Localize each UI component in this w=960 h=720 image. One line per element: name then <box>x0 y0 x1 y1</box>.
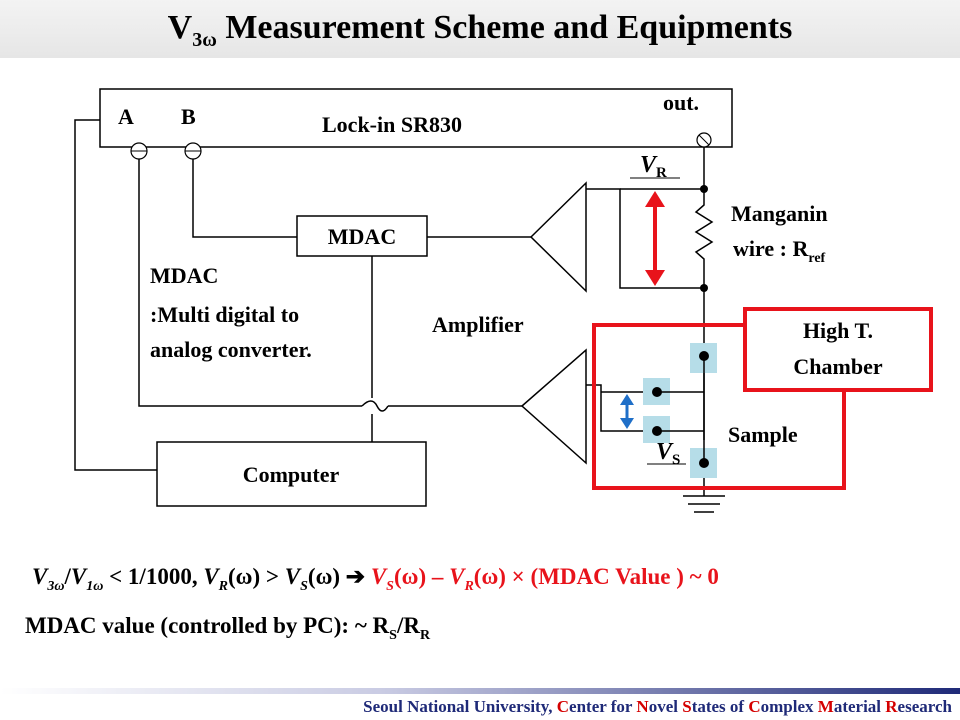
manganin-label-line2: wire : Rref <box>733 236 826 266</box>
equation-line2: MDAC value (controlled by PC): ~ RS/RR <box>25 613 431 643</box>
eq1.black-run: / <box>63 564 71 589</box>
computer-label: Computer <box>243 462 340 487</box>
footer-run: Seoul National University, <box>363 697 557 716</box>
eq1.red-run: (ω) – <box>394 564 449 589</box>
sample-label: Sample <box>728 422 798 447</box>
manganin-label-line1: Manganin <box>731 201 828 226</box>
footer-run: tates of <box>691 697 749 716</box>
vs-label: VS <box>656 439 680 468</box>
eq1.red-run: V <box>371 564 388 589</box>
amplifier-bottom-icon <box>520 348 587 465</box>
eq1.red-run: V <box>449 564 466 589</box>
eq2-run: S <box>389 628 397 643</box>
footer-run: ovel <box>648 697 683 716</box>
vr-arrow-icon <box>645 191 665 286</box>
chamber-label-line2: Chamber <box>793 354 882 379</box>
footer-run: R <box>885 697 898 716</box>
mdac-note-line1: MDAC <box>150 263 218 288</box>
footer-run: M <box>817 697 834 716</box>
chamber-label-box <box>743 307 933 392</box>
footer-run: C <box>556 697 570 716</box>
footer-run: S <box>682 697 692 716</box>
eq1.black-run: V <box>285 564 302 589</box>
eq1.black-run: 1ω <box>86 579 103 594</box>
equation-line1: V3ω/V1ω < 1/1000, VR(ω) > VS(ω) ➔ VS(ω) … <box>32 564 719 594</box>
footer-run: aterial <box>833 697 886 716</box>
lockin-box <box>99 88 733 148</box>
vs-arrow-icon <box>620 394 634 429</box>
junction-dots <box>652 185 709 468</box>
eq1.black-run: 3ω <box>46 579 64 594</box>
eq1.red-run: S <box>386 579 394 594</box>
footer-run: esearch <box>897 697 952 716</box>
mdac-box <box>296 215 428 257</box>
right-arrow-icon: ➔ <box>340 564 371 589</box>
eq1.black-run: V <box>32 564 49 589</box>
eq2-run: /R <box>396 613 420 638</box>
amplifier-label: Amplifier <box>432 312 524 337</box>
eq1.red-run: R <box>463 579 473 594</box>
eq1.black-run: R <box>218 579 228 594</box>
eq1.black-run: V <box>203 564 220 589</box>
chamber-frame <box>592 323 846 490</box>
eq1.black-run: (ω) > <box>228 564 285 589</box>
footer-run: omplex <box>760 697 818 716</box>
mdac-note-line3: analog converter. <box>150 337 312 362</box>
amplifier-top-icon <box>529 181 587 293</box>
lockin-port-a: A <box>118 104 134 129</box>
mdac-box-label: MDAC <box>328 224 396 249</box>
footer-text: Seoul National University, Center for No… <box>363 697 952 717</box>
vr-label: VR <box>640 152 667 181</box>
title-bar <box>0 0 960 58</box>
lockin-port-out: out. <box>663 90 699 115</box>
computer-box <box>156 441 427 507</box>
eq1.black-run: < 1/1000, <box>103 564 203 589</box>
eq2-run: R <box>420 628 431 643</box>
eq1.black-run: S <box>300 579 308 594</box>
lockin-label: Lock-in SR830 <box>322 112 462 137</box>
page-title: V3ω Measurement Scheme and Equipments <box>168 9 793 51</box>
wires <box>74 119 725 513</box>
eq1.black-run: V <box>71 564 88 589</box>
lockin-port-b: B <box>181 104 196 129</box>
mdac-note-line2: :Multi digital to <box>150 302 299 327</box>
eq1.red-run: (ω) × (MDAC Value ) ~ 0 <box>474 564 719 589</box>
footer-run: enter for <box>569 697 637 716</box>
footer-run: N <box>636 697 649 716</box>
eq2-run: MDAC value (controlled by PC): ~ R <box>25 613 390 638</box>
eq1.black-run: (ω) <box>308 564 340 589</box>
footer-run: C <box>748 697 761 716</box>
chamber-label-line1: High T. <box>803 318 873 343</box>
footer-bar <box>0 688 960 694</box>
